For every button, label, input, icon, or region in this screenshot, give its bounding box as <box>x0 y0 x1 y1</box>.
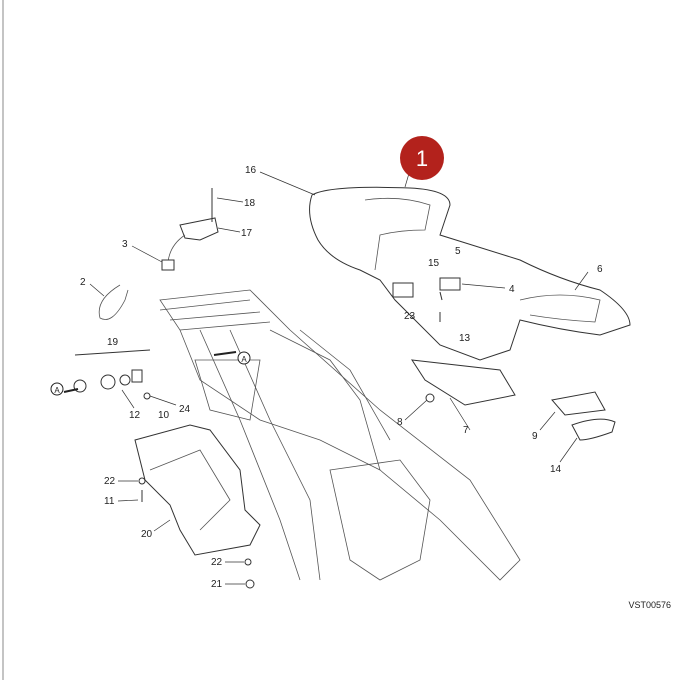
detail-marker-left: A <box>50 382 79 396</box>
callout-badge: 1 <box>400 136 444 180</box>
callout-number: 1 <box>416 146 428 171</box>
pads <box>551 391 616 441</box>
part-label: 13 <box>459 333 471 344</box>
seat-tray <box>411 359 516 406</box>
cable <box>98 284 129 320</box>
part-label: 12 <box>129 410 141 421</box>
part-label: 14 <box>550 464 562 475</box>
part-label: 8 <box>397 417 403 428</box>
part-label: 22 <box>211 557 223 568</box>
part-label: 10 <box>158 410 170 421</box>
part-label: 21 <box>211 579 223 590</box>
seat-lock <box>161 188 219 271</box>
part-label: 9 <box>532 431 538 442</box>
leader-lines <box>89 169 589 585</box>
part-label: 15 <box>428 258 440 269</box>
part-label: 22 <box>104 476 116 487</box>
part-label: 24 <box>179 404 191 415</box>
detail-marker-right: A <box>213 351 251 365</box>
part-label: 17 <box>241 228 253 239</box>
part-label: 11 <box>104 496 115 507</box>
left-border <box>2 0 4 680</box>
reference-code: VST00576 <box>628 600 671 610</box>
part-label: 18 <box>244 198 256 209</box>
svg-text:A: A <box>54 386 60 395</box>
part-label: 19 <box>107 337 119 348</box>
rear-subframe <box>159 289 521 581</box>
part-label: 2 <box>80 277 86 288</box>
cover-panel <box>134 424 261 556</box>
part-label: 5 <box>455 246 461 257</box>
part-label: 4 <box>509 284 515 295</box>
part-label: 16 <box>245 165 257 176</box>
seat <box>309 186 631 361</box>
part-label: 20 <box>141 529 153 540</box>
part-label: 23 <box>404 311 416 322</box>
part-label: 7 <box>463 425 469 436</box>
screws <box>138 277 461 589</box>
latch-parts <box>73 349 151 400</box>
part-label: 6 <box>597 264 603 275</box>
svg-text:A: A <box>241 355 247 364</box>
part-label: 3 <box>122 239 128 250</box>
